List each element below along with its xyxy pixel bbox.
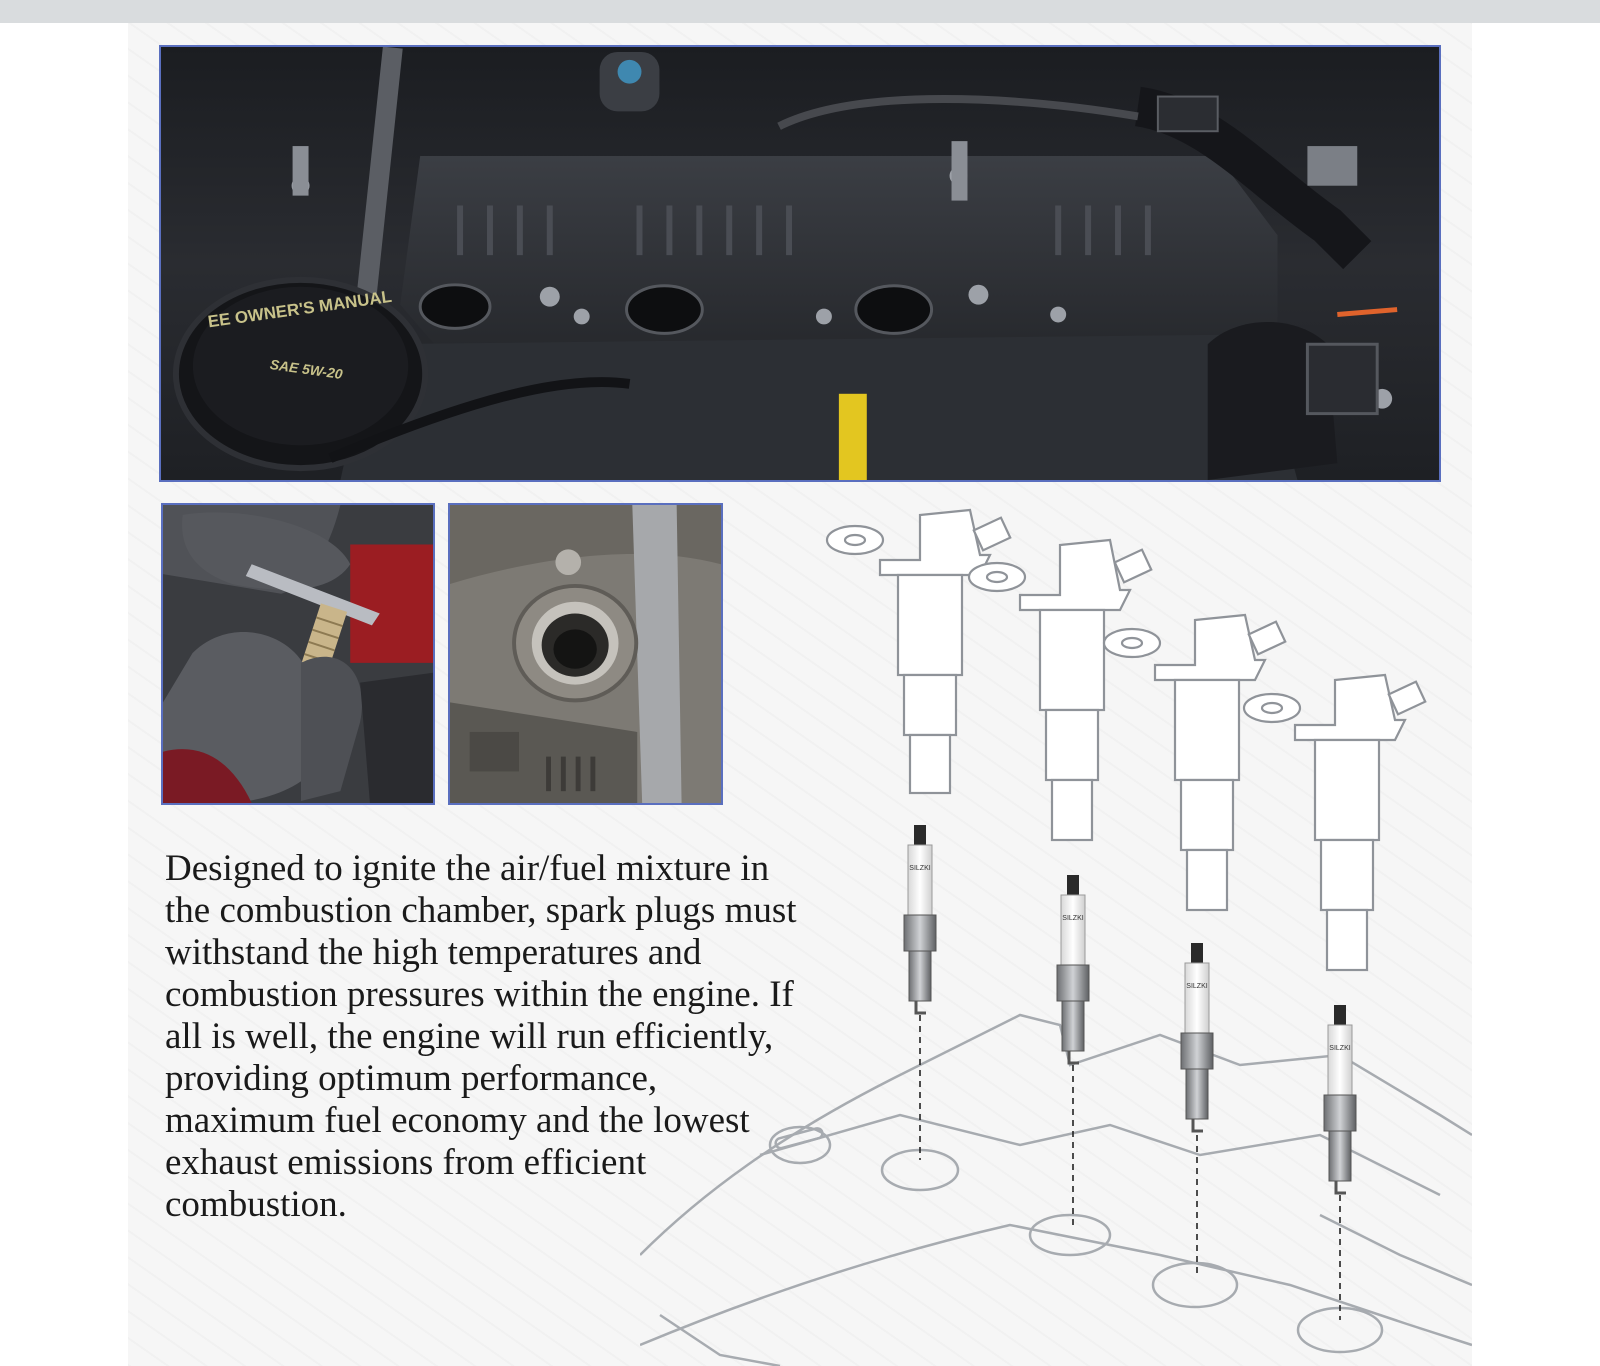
alignment-guides: [919, 1015, 1341, 1320]
spark-plug-well-photo: [448, 503, 723, 805]
spark-plug-brand-label: SILZKI: [1062, 915, 1083, 922]
ignition-coil-3: [1102, 613, 1287, 912]
ignition-coil-2: [967, 538, 1153, 842]
spark-plug-3: SILZKI: [1180, 943, 1214, 1133]
ignition-coil-4: [1242, 673, 1427, 972]
product-description: Designed to ignite the air/fuel mixture …: [165, 848, 797, 1225]
spark-plug-brand-label: SILZKI: [1186, 983, 1207, 990]
spark-plug-4: SILZKI: [1323, 1005, 1357, 1195]
spark-plug-1: SILZKI: [903, 825, 937, 1015]
cylinder-head-outline: [640, 1013, 1472, 1366]
spark-plug-brand-label: SILZKI: [909, 865, 930, 872]
spark-plug-2: SILZKI: [1056, 875, 1090, 1065]
coil-and-plug-diagram: SILZKI SILZKI SILZKI SILZKI: [640, 508, 1472, 1366]
spark-plug-gap-photo: [161, 503, 435, 805]
spark-plug-brand-label: SILZKI: [1329, 1045, 1350, 1052]
engine-bay-photo: EE OWNER'S MANUAL SAE 5W-20: [159, 45, 1441, 482]
top-bar: [0, 0, 1600, 23]
ignition-coil-1: [825, 508, 1012, 795]
